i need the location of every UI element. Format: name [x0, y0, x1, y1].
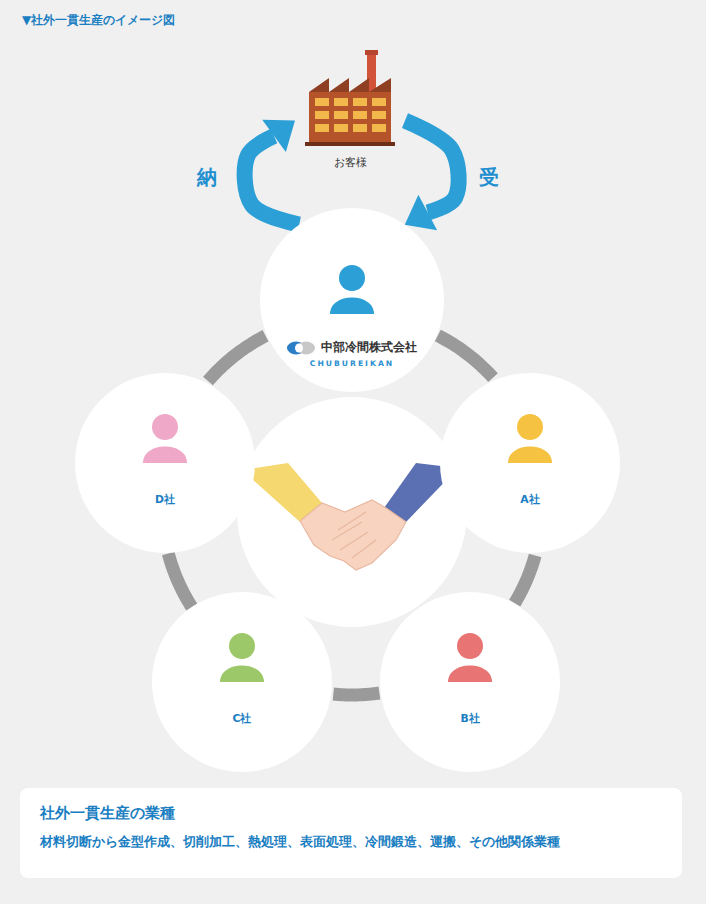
person-icon: [508, 414, 552, 463]
ring-link: [515, 556, 535, 604]
person-icon: [448, 633, 492, 682]
panel-heading: 社外一貫生産の業種: [40, 804, 175, 824]
node-label: A社: [520, 493, 539, 507]
flow-arrow: [405, 121, 459, 213]
company-circle: A社: [440, 373, 620, 553]
node-label: D社: [155, 493, 175, 507]
flow-label: 受: [478, 166, 500, 188]
circle-shape: [440, 373, 620, 553]
circle-shape: [152, 592, 332, 772]
handshake-illustration: [242, 463, 458, 570]
factory-shape: [295, 48, 405, 148]
node-label: お客様: [334, 156, 367, 170]
company-circle: C社: [152, 592, 332, 772]
person-icon: [330, 265, 374, 314]
company-logo: [287, 341, 317, 355]
diagram-title: ▼社外一貫生産のイメージ図: [22, 12, 175, 29]
circle-shape: [75, 373, 255, 553]
fingers: [332, 512, 376, 558]
hands: [300, 500, 406, 570]
flow-label: 納: [196, 166, 218, 188]
factory-icon: [305, 50, 395, 146]
info-panel: 社外一貫生産の業種材料切断から金型作成、切削加工、熱処理、表面処理、冷間鍛造、運…: [20, 788, 682, 878]
ring-link: [333, 693, 379, 695]
company-circle: B社: [380, 592, 560, 772]
panel-body: 材料切断から金型作成、切削加工、熱処理、表面処理、冷間鍛造、運搬、その他関係業種: [40, 834, 560, 851]
person-icon: [220, 633, 264, 682]
ring-link: [168, 553, 191, 607]
node-label: C社: [233, 712, 252, 726]
center-circle: [237, 397, 467, 627]
ring-link: [438, 335, 493, 377]
node-label: CHUBUREIKAN: [310, 359, 394, 369]
flow-arrow: [245, 136, 300, 225]
arrow-head: [262, 120, 295, 152]
node-label: B社: [460, 712, 479, 726]
company-circle: 中部冷間株式会社 CHUBUREIKAN: [260, 208, 444, 392]
customer-node: お客様: [295, 48, 405, 180]
circle-shape: [380, 592, 560, 772]
ring-link: [208, 336, 266, 381]
arrow-head: [405, 195, 437, 230]
node-label: 中部冷間株式会社: [321, 340, 417, 355]
person-icon: [143, 414, 187, 463]
company-circle: D社: [75, 373, 255, 553]
